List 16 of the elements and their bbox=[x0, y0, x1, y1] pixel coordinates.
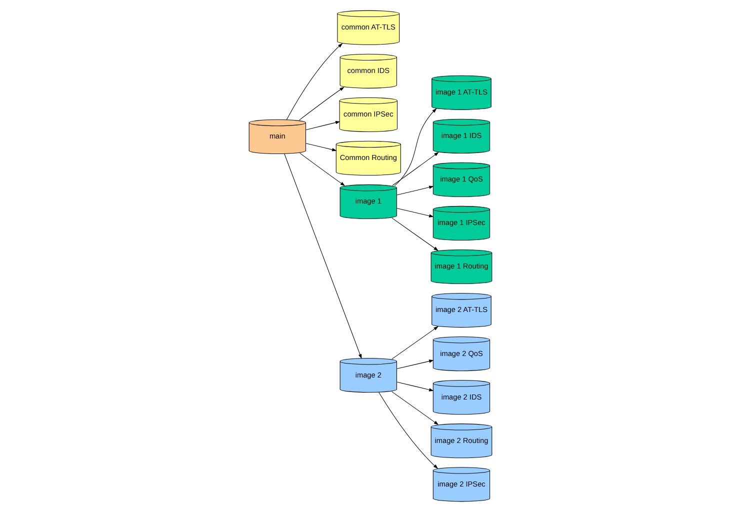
arrow bbox=[392, 152, 438, 186]
arrow bbox=[391, 391, 438, 425]
arrow bbox=[286, 43, 342, 120]
arrow bbox=[298, 86, 344, 120]
arrow bbox=[396, 186, 434, 196]
arrow bbox=[299, 152, 345, 186]
arrow bbox=[391, 326, 438, 360]
arrow bbox=[391, 218, 438, 251]
arrow bbox=[396, 208, 434, 218]
arrow bbox=[378, 392, 438, 469]
arrow bbox=[284, 154, 362, 359]
arrow bbox=[305, 143, 336, 152]
arrow bbox=[396, 382, 434, 392]
arrow bbox=[396, 360, 434, 370]
arrow bbox=[394, 108, 436, 186]
arrow bbox=[305, 120, 340, 130]
